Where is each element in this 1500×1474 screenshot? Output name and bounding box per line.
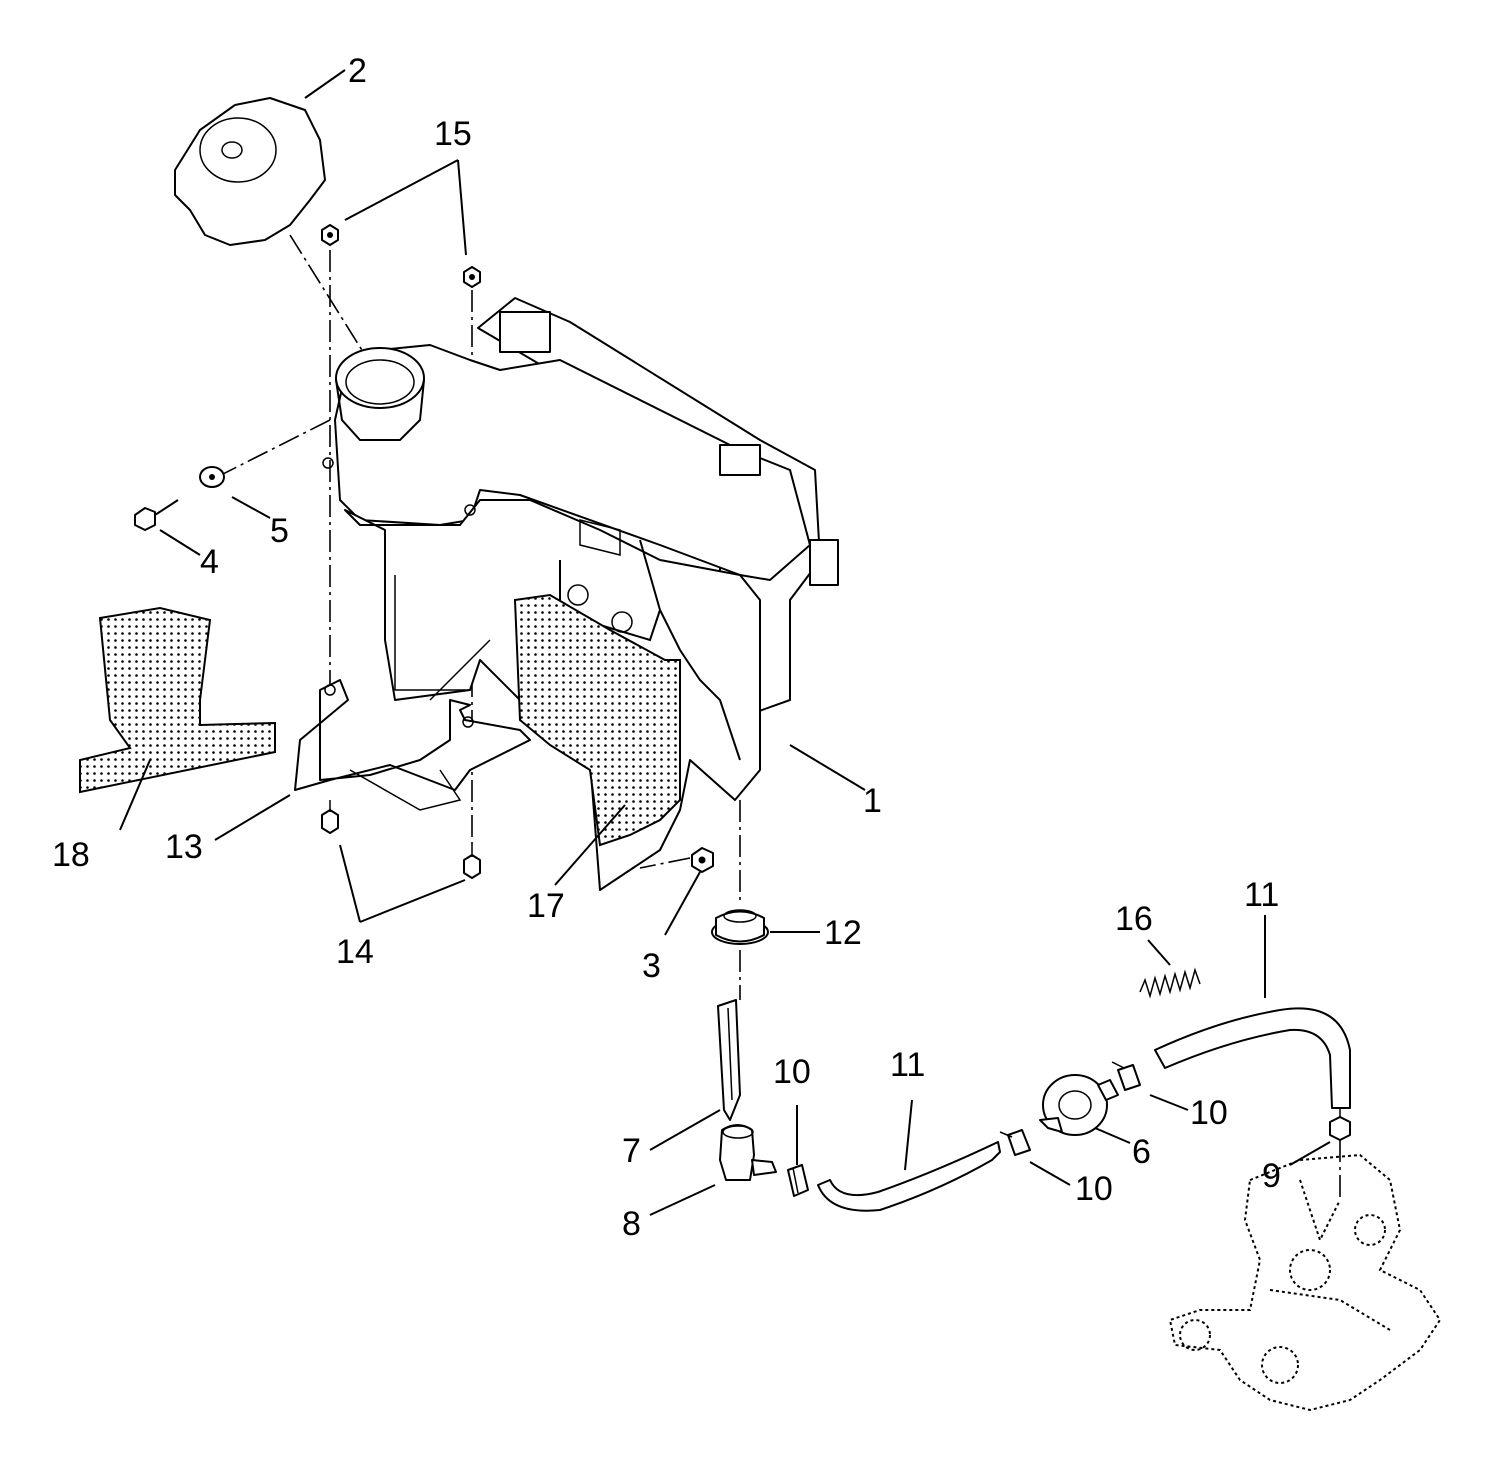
callout-labels: 2 15 5 4 1 18 13 14 17 3 12 16 11 10 11 … xyxy=(52,52,1281,1243)
fuel-hose-11-upper xyxy=(1154,1007,1351,1109)
bolt-4 xyxy=(134,499,179,531)
callout-8: 8 xyxy=(622,1205,641,1243)
nut-15-left xyxy=(321,224,339,246)
callout-11-upper: 11 xyxy=(1244,876,1279,914)
callout-3: 3 xyxy=(642,947,661,985)
clamp-10-right xyxy=(1111,1061,1141,1091)
callout-13: 13 xyxy=(165,828,203,866)
callout-11-lower: 11 xyxy=(890,1046,925,1084)
fuel-cap xyxy=(174,97,326,246)
fuel-filter-6 xyxy=(1039,1074,1119,1136)
callout-10-left: 10 xyxy=(773,1053,811,1091)
spring-16 xyxy=(1139,967,1201,999)
tank-decal xyxy=(513,593,681,847)
callout-1: 1 xyxy=(863,782,882,820)
fuel-hose-11-lower xyxy=(817,1141,1001,1212)
callout-17: 17 xyxy=(527,887,565,925)
shield-13 xyxy=(294,679,531,811)
screw-14-left xyxy=(321,800,339,834)
callout-4: 4 xyxy=(200,543,219,581)
screw-14-right xyxy=(463,845,481,879)
leader-lines xyxy=(119,69,1331,1216)
callout-14: 14 xyxy=(336,933,374,971)
washer-5 xyxy=(199,466,225,488)
callout-9: 9 xyxy=(1262,1157,1281,1195)
clamp-10-middle xyxy=(999,1129,1031,1156)
callout-5: 5 xyxy=(270,512,289,550)
callout-10-middle: 10 xyxy=(1075,1170,1113,1208)
callout-6: 6 xyxy=(1132,1133,1151,1171)
nut-15-right xyxy=(463,266,481,288)
carburetor-reference xyxy=(1168,1153,1442,1412)
decal-18 xyxy=(79,606,276,794)
callout-10-right: 10 xyxy=(1190,1094,1228,1132)
fitting-9 xyxy=(1329,1108,1351,1141)
callout-12: 12 xyxy=(824,914,862,952)
nut-3 xyxy=(691,847,714,873)
callout-7: 7 xyxy=(622,1132,641,1170)
clamp-10-left xyxy=(787,1164,809,1197)
callout-15: 15 xyxy=(434,115,472,153)
grommet-12 xyxy=(711,909,769,945)
callout-18: 18 xyxy=(52,836,90,874)
fuel-pickup-7 xyxy=(717,999,741,1121)
callout-2: 2 xyxy=(348,52,367,90)
fuel-tank xyxy=(322,297,839,891)
shutoff-valve-8 xyxy=(719,1124,777,1181)
callout-16: 16 xyxy=(1115,900,1153,938)
